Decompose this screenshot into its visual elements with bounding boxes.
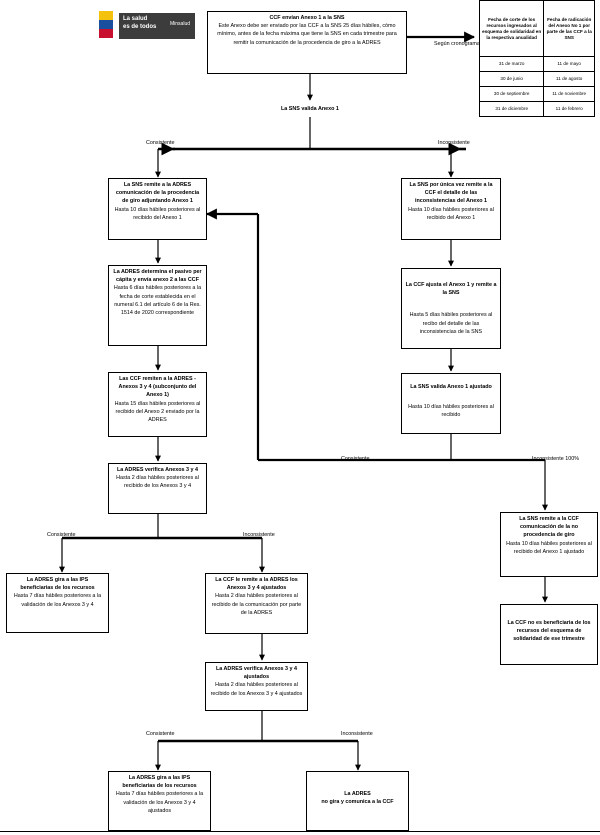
label-inconsistent-1: Inconsistente xyxy=(438,140,470,146)
node-title: La SNS remite a la CCF comunicación de l… xyxy=(519,516,579,539)
minsalud-logo: La salud es de todos Minsalud xyxy=(97,5,197,47)
schedule-table: Fecha de corte de los recursos ingresado… xyxy=(478,0,595,117)
logo-ministry: Minsalud xyxy=(170,21,191,27)
node-body: Hasta 7 días hábiles posteriores a la va… xyxy=(13,593,102,608)
node-ccf-not-beneficiary: La CCF no es beneficiaria de los recurso… xyxy=(500,604,598,665)
node-adres-determines: La ADRES determina el pasivo per cápita … xyxy=(108,265,207,346)
node-title: CCF envían Anexo 1 a la SNS xyxy=(269,15,345,21)
schedule-cell: 11 de mayo xyxy=(543,56,595,73)
node-title: La SNS remite a la ADRES comunicación de… xyxy=(115,182,200,205)
node-body: Hasta 10 días hábiles posteriores al rec… xyxy=(408,404,494,419)
label-inconsistent-3: Inconsistente xyxy=(243,532,275,538)
node-sns-remits-ccf-detail: La SNS por única vez remite a la CCF el … xyxy=(401,178,501,240)
node-title: La CCF ajusta el Anexo 1 y remite a la S… xyxy=(405,282,497,297)
bottom-rule xyxy=(0,831,600,832)
node-sns-validates-adjusted: La SNS valida Anexo 1 ajustado Hasta 10 … xyxy=(401,373,501,434)
node-body: Hasta 2 días hábiles posteriores al reci… xyxy=(116,475,199,490)
node-ccf-send-annex1: CCF envían Anexo 1 a la SNS Este Anexo d… xyxy=(207,11,407,74)
label-inconsistent-2: Inconsistente 100% xyxy=(532,456,580,462)
node-body: Hasta 15 días hábiles posteriores al rec… xyxy=(114,400,201,424)
schedule-cell: 11 de agosto xyxy=(543,71,595,88)
node-adres-no-pay: La ADRES no gira y comunica a la CCF xyxy=(306,771,409,831)
schedule-cell: 11 de febrero xyxy=(543,101,595,117)
schedule-cell: 30 de septiembre xyxy=(478,86,545,103)
node-ccf-remits-adjusted: La CCF le remite a la ADRES los Anexos 3… xyxy=(205,573,308,634)
schedule-header-filing: Fecha de radicación del Anexo No 1 por p… xyxy=(543,0,595,58)
node-sns-remits-adres: La SNS remite a la ADRES comunicación de… xyxy=(108,178,207,240)
node-title: Las CCF remiten a la ADRES - Anexos 3 y … xyxy=(118,376,197,399)
schedule-cell: 31 de marzo xyxy=(478,56,545,73)
node-body: Hasta 10 días hábiles posteriores al rec… xyxy=(114,206,201,221)
node-title: La CCF no es beneficiaria de los recurso… xyxy=(507,620,591,643)
logo-line-2: es de todos xyxy=(123,24,157,30)
node-ccf-adjusts-annex1: La CCF ajusta el Anexo 1 y remite a la S… xyxy=(401,268,501,349)
label-consistent-1: Consistente xyxy=(146,140,175,146)
logo-line-1: La salud xyxy=(123,16,148,22)
node-adres-verifies-adjusted: La ADRES verifica Anexos 3 y 4 ajustados… xyxy=(205,662,308,711)
schedule-row: 31 de marzo 11 de mayo xyxy=(478,56,595,73)
node-body: Hasta 2 días hábiles posteriores al reci… xyxy=(210,682,303,697)
schedule-row: 31 de diciembre 11 de febrero xyxy=(478,101,595,117)
schedule-row: 30 de junio 11 de agosto xyxy=(478,71,595,88)
node-body: Hasta 6 días hábiles posteriores a la fe… xyxy=(113,285,202,317)
node-sns-validates-annex1: La SNS valida Anexo 1 xyxy=(281,106,339,112)
node-body: no gira y comunica a la CCF xyxy=(321,799,394,806)
node-title: La CCF le remite a la ADRES los Anexos 3… xyxy=(215,577,298,592)
schedule-note: Según cronograma xyxy=(434,41,480,47)
node-adres-verifies-3-4: La ADRES verifica Anexos 3 y 4 Hasta 2 d… xyxy=(108,463,207,514)
node-title: La SNS por única vez remite a la CCF el … xyxy=(409,182,493,205)
node-title: La ADRES gira a las IPS beneficiarias de… xyxy=(122,775,197,790)
label-consistent-4: Consistente xyxy=(146,731,175,737)
node-title: La ADRES verifica Anexos 3 y 4 xyxy=(116,467,199,473)
node-adres-pays-ips: La ADRES gira a las IPS beneficiarias de… xyxy=(6,573,109,633)
node-ccf-remit-annex-3-4: Las CCF remiten a la ADRES - Anexos 3 y … xyxy=(108,372,207,437)
node-adres-pays-ips-adjusted: La ADRES gira a las IPS beneficiarias de… xyxy=(108,771,211,831)
colombia-seal-icon xyxy=(99,11,113,38)
node-body: Este Anexo debe ser enviado por las CCF … xyxy=(217,23,397,46)
node-body: Hasta 7 días hábiles posteriores a la va… xyxy=(115,791,204,814)
schedule-cell: 11 de noviembre xyxy=(543,86,595,103)
node-body: Hasta 2 días hábiles posteriores al reci… xyxy=(211,593,302,616)
schedule-cell: 30 de junio xyxy=(478,71,545,88)
label-consistent-3: Consistente xyxy=(47,532,76,538)
node-body: Hasta 10 días hábiles posteriores al rec… xyxy=(506,540,592,555)
label-inconsistent-4: Inconsistente xyxy=(341,731,373,737)
schedule-cell: 31 de diciembre xyxy=(478,101,545,117)
node-body: Hasta 5 días hábiles posteriores al reci… xyxy=(409,312,493,335)
node-title: La ADRES verifica Anexos 3 y 4 ajustados xyxy=(215,666,298,681)
node-sns-not-proceed: La SNS remite a la CCF comunicación de l… xyxy=(500,512,598,577)
node-title: La SNS valida Anexo 1 ajustado xyxy=(410,384,492,390)
node-title: La ADRES xyxy=(344,791,371,797)
logo-bar xyxy=(119,13,195,39)
schedule-row: 30 de septiembre 11 de noviembre xyxy=(478,86,595,103)
node-body: Hasta 10 días hábiles posteriores al rec… xyxy=(408,206,494,221)
label-consistent-2: Consistente xyxy=(341,456,370,462)
node-title: La ADRES gira a las IPS beneficiarias de… xyxy=(20,577,95,592)
schedule-header-cutoff: Fecha de corte de los recursos ingresado… xyxy=(478,0,545,58)
schedule-header-row: Fecha de corte de los recursos ingresado… xyxy=(478,0,595,58)
node-title: La ADRES determina el pasivo per cápita … xyxy=(113,269,202,284)
